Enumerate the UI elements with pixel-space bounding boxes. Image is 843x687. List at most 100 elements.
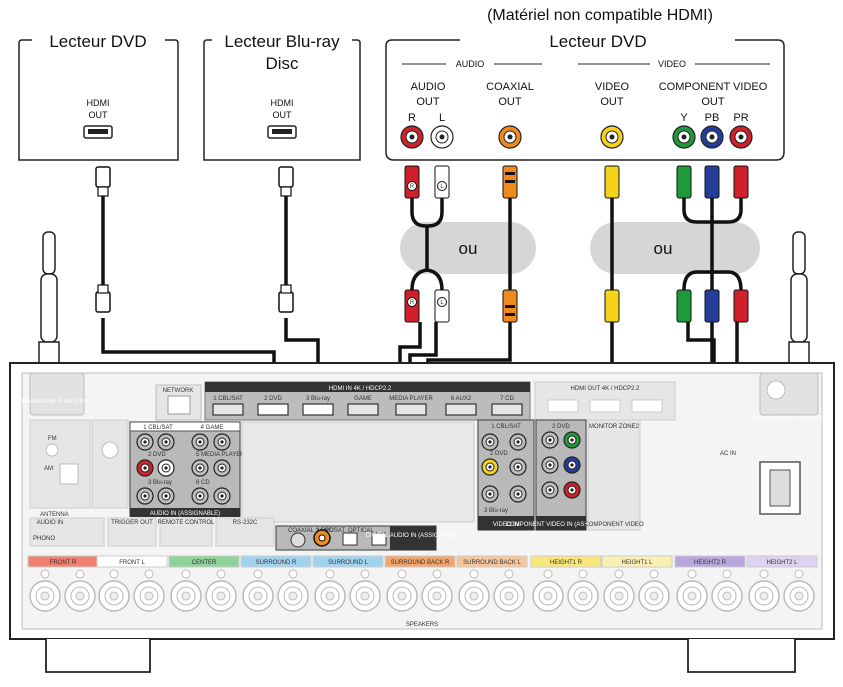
speaker-label-tag — [312, 555, 384, 568]
bluray-title-line1: Lecteur Blu-ray — [224, 32, 340, 51]
audio-jack-l — [157, 487, 175, 505]
speaker-terminal — [314, 569, 346, 612]
audio-in-header-2: 4 GAME — [201, 425, 224, 431]
component-out-label-2: OUT — [701, 96, 725, 108]
hdmi-input-port — [302, 403, 334, 416]
fm-label: FM — [48, 436, 57, 442]
right-channel-label: R — [408, 112, 416, 124]
speaker-terminal — [133, 569, 165, 612]
video-jack — [509, 458, 527, 476]
audio-in-jacks — [136, 433, 231, 505]
ac-in-label: AC IN — [720, 451, 736, 457]
dvd-player-hdmi: Lecteur DVD HDMI OUT — [18, 32, 179, 161]
speaker-label-tag — [240, 555, 312, 568]
speaker-terminal — [386, 569, 418, 612]
audio-out-label: AUDIO — [411, 81, 446, 93]
speaker-label-tag — [601, 555, 673, 568]
speaker-label: SURROUND L — [328, 560, 368, 566]
speaker-label: SURROUND BACK L — [463, 560, 521, 566]
video-out-label: VIDEO — [595, 81, 630, 93]
speaker-terminal — [748, 569, 780, 612]
video-in-jacks — [481, 433, 527, 503]
component-jack-pb — [563, 456, 581, 474]
speaker-label: HEIGHT2 R — [694, 560, 727, 566]
hdmi-input-label: GAME — [354, 396, 372, 402]
audio-jack-r — [191, 433, 209, 451]
non-hdmi-note: (Matériel non compatible HDMI) — [487, 7, 713, 24]
hdmi-input-label: 7 CD — [500, 396, 514, 402]
or-label: ou — [654, 239, 673, 258]
audio-in-label-media: 5 MEDIA PLAYER — [196, 452, 245, 458]
out-label: OUT — [273, 110, 293, 120]
audio-jack-l — [157, 433, 175, 451]
or-label: ou — [459, 239, 478, 258]
antenna-left — [38, 231, 60, 371]
speaker-label-tag — [456, 555, 528, 568]
speaker-label: HEIGHT1 L — [621, 560, 653, 566]
audio-jack-r — [191, 487, 209, 505]
speaker-label: SURROUND R — [256, 560, 297, 566]
rca-jack-video — [600, 125, 624, 149]
speaker-terminal — [567, 569, 599, 612]
audio-jack-l — [213, 459, 231, 477]
rca-jack-component-pr — [729, 125, 753, 149]
trigger-out-label: TRIGGER OUT — [111, 520, 153, 526]
hdmi-input-port — [491, 403, 523, 416]
video-jack — [509, 485, 527, 503]
video-in-dvd: 2 DVD — [490, 451, 508, 457]
left-channel-label: L — [439, 112, 445, 124]
speaker-terminal — [711, 569, 743, 612]
y-label: Y — [680, 112, 688, 124]
speaker-label-tag — [674, 555, 746, 568]
bluray-player: Lecteur Blu-ray Disc HDMI OUT — [203, 32, 361, 161]
hdmi-input-label: 6 AUX2 — [451, 396, 472, 402]
audio-in-header-1: 1 CBL/SAT — [143, 425, 173, 431]
hdmi-label: HDMI — [87, 98, 110, 108]
audio-jack-l — [157, 459, 175, 477]
component-in-jacks — [541, 431, 581, 499]
speaker-terminals — [29, 569, 815, 612]
digital-audio-label: DIGITAL AUDIO IN (ASSIGNABLE) — [366, 533, 460, 539]
speakers-footer: SPEAKERS — [406, 622, 438, 628]
hdmi-in-header: HDMI IN 4K / HDCP2.2 — [329, 386, 392, 392]
hdmi-input-port — [212, 403, 244, 416]
audio-in-label-bluray: 3 Blu-ray — [148, 480, 172, 486]
hdmi-input-port — [347, 403, 379, 416]
speaker-label-tag — [384, 555, 456, 568]
audio-jack-r — [136, 459, 154, 477]
audio-in-footer: AUDIO IN (ASSIGNABLE) — [150, 511, 220, 517]
plug-r-label: R — [410, 184, 415, 190]
component-jack-y — [563, 431, 581, 449]
speaker-terminal — [493, 569, 525, 612]
speaker-label-tag — [168, 555, 240, 568]
speaker-terminal — [676, 569, 708, 612]
audio-rca-plugs: R L R L — [404, 165, 450, 323]
audio-group-label: AUDIO — [456, 59, 485, 69]
out-label: OUT — [89, 110, 109, 120]
component-plugs — [676, 165, 749, 323]
remote-control-label: REMOTE CONTROL — [158, 520, 215, 526]
hdmi-input-label: MEDIA PLAYER — [389, 396, 433, 402]
monitor-zone-label: MONITOR ZONE2 — [589, 424, 640, 430]
coaxial-out-label-2: OUT — [498, 96, 522, 108]
pr-label: PR — [733, 112, 748, 124]
coaxial-plugs — [502, 165, 518, 323]
speaker-terminal — [458, 569, 490, 612]
audio-out-label-2: OUT — [416, 96, 440, 108]
av-receiver: Bluetooth/Wi-Fi ANTENNA Bluetooth/Wi-Fi … — [9, 231, 835, 673]
plug-r-label: R — [410, 300, 415, 306]
dvd-player-title: Lecteur DVD — [49, 32, 146, 51]
hdmi-input-port — [395, 403, 427, 416]
or-bubble-audio: ou — [400, 222, 536, 274]
hdmi-input-label: 2 DVD — [264, 396, 282, 402]
speaker-label-tag — [746, 555, 818, 568]
audio-jack-r — [191, 459, 209, 477]
hdmi-plugs — [95, 166, 294, 313]
phono-label: PHONO — [33, 536, 55, 542]
speaker-label: FRONT L — [119, 560, 145, 566]
speaker-terminal — [603, 569, 635, 612]
speaker-terminal — [64, 569, 96, 612]
hdmi-port-icon — [83, 125, 113, 139]
